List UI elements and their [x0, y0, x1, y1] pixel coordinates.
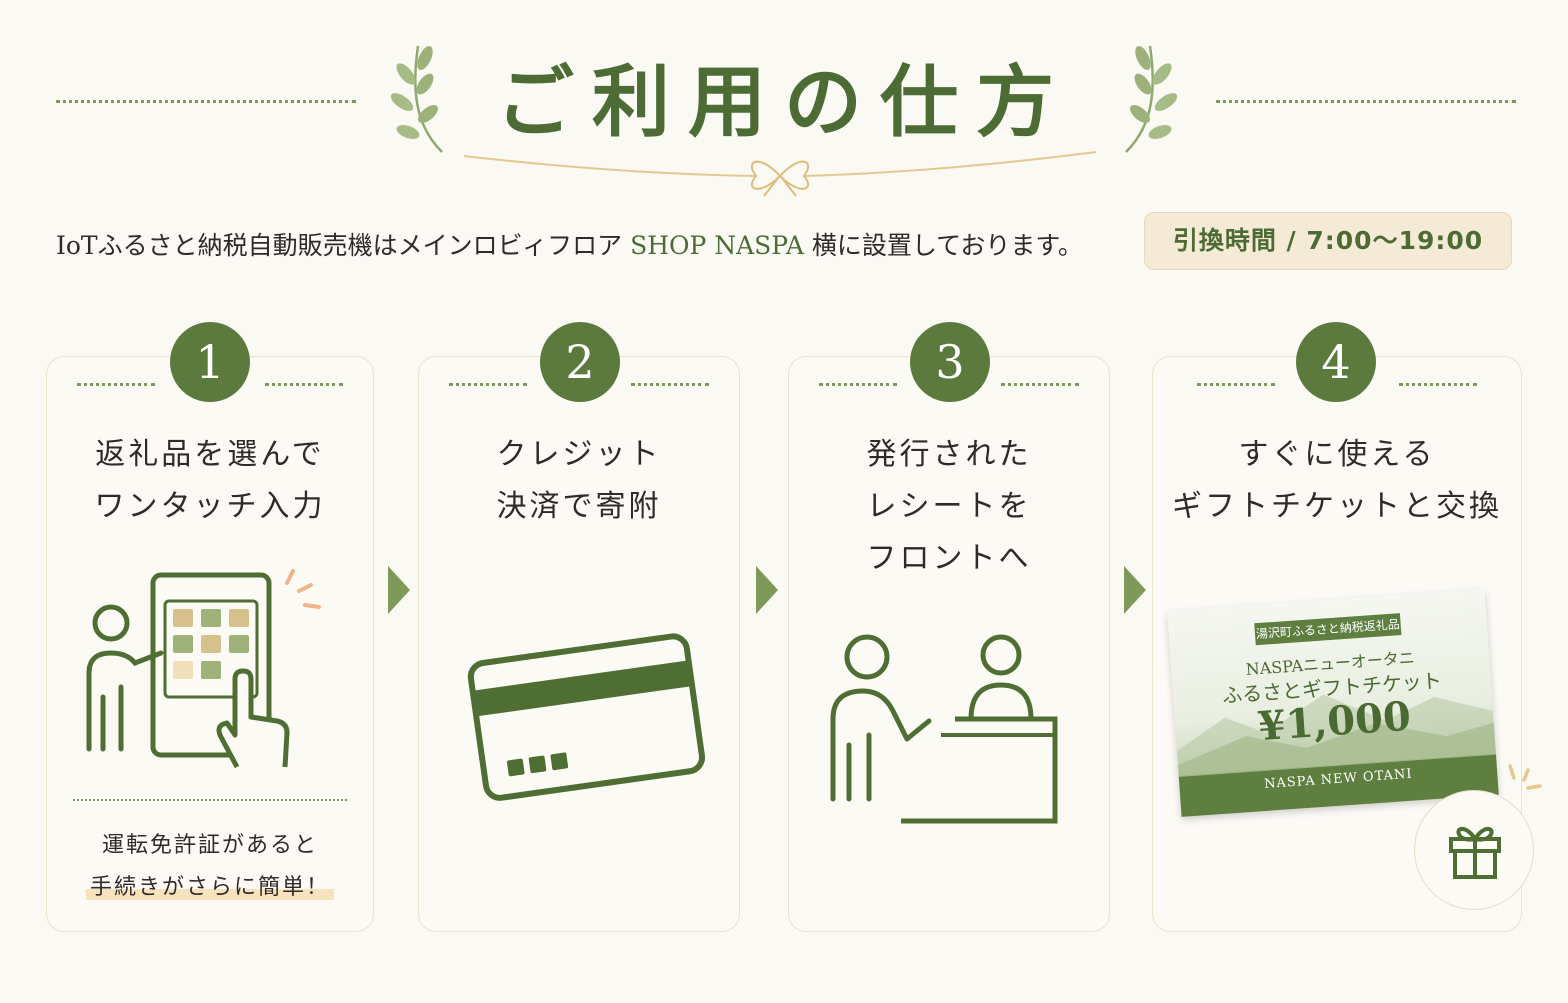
intro-text-after: 横に設置しております。	[803, 231, 1083, 260]
sparkle-icon	[1508, 764, 1542, 790]
step-number-1: 1	[170, 322, 250, 402]
step-card-2: クレジット 決済で寄附	[418, 356, 740, 932]
header-divider-left	[56, 100, 356, 103]
page-title: ご利用の仕方	[495, 57, 1072, 148]
step-1-line-2: ワンタッチ入力	[94, 489, 326, 524]
gift-badge	[1414, 790, 1534, 910]
note-line-1: 運転免許証があると	[101, 833, 318, 858]
shop-name: SHOP NASPA	[630, 231, 804, 260]
card-dots-left	[819, 383, 897, 386]
card-dots-right	[265, 383, 343, 386]
gift-ticket-icon: 湯沢町ふるさと納税返礼品 NASPAニューオータニ ふるさとギフトチケット ¥1…	[1167, 589, 1499, 817]
step-number-4: 4	[1296, 322, 1376, 402]
card-dots-right	[1001, 383, 1079, 386]
step-number-3: 3	[910, 322, 990, 402]
ribbon-divider-icon	[463, 151, 1097, 197]
ticket-tag: 湯沢町ふるさと納税返礼品	[1254, 613, 1402, 646]
card-dots-right	[1399, 383, 1477, 386]
exchange-hours-badge: 引換時間 / 7:00〜19:00	[1144, 212, 1512, 270]
step-arrow-1	[388, 566, 410, 614]
laurel-left-icon	[390, 45, 443, 153]
card-dots-left	[77, 383, 155, 386]
step-2-line-1: クレジット	[496, 437, 662, 472]
step-3-line-3: フロントへ	[866, 541, 1032, 576]
credit-card-icon	[467, 633, 706, 801]
intro-text: IoTふるさと納税自動販売機はメインロビィフロア SHOP NASPA 横に設置…	[56, 226, 1083, 262]
step-4-line-1: すぐに使える	[1238, 437, 1436, 472]
step-number-2: 2	[540, 322, 620, 402]
header-divider-right	[1216, 100, 1516, 103]
card-dots-right	[631, 383, 709, 386]
intro-text-before: IoTふるさと納税自動販売機はメインロビィフロア	[56, 231, 631, 260]
note-highlight: 手続きがさらに簡単！	[85, 875, 334, 900]
note-line-2: 手続きがさらに簡単！	[47, 869, 373, 901]
step-arrow-3	[1124, 566, 1146, 614]
step-card-3: 発行された レシートを フロントへ	[788, 356, 1110, 932]
mountain-icon	[1176, 694, 1497, 777]
note-divider	[73, 799, 347, 801]
touch-panel-icon	[86, 569, 321, 769]
step-arrow-2	[756, 566, 778, 614]
gift-box-icon	[1449, 827, 1501, 879]
card-dots-left	[1197, 383, 1275, 386]
step-4-line-2: ギフトチケットと交換	[1172, 489, 1502, 524]
step-2-line-2: 決済で寄附	[496, 489, 662, 524]
front-desk-icon	[830, 634, 1058, 824]
laurel-right-icon	[1125, 45, 1178, 153]
step-1-line-1: 返礼品を選んで	[95, 437, 325, 472]
card-dots-left	[449, 383, 527, 386]
step-card-1: 返礼品を選んで ワンタッチ入力 運転免許証があると 手続きがさらに簡単！	[46, 356, 374, 932]
step-3-line-1: 発行された	[866, 437, 1032, 472]
step-3-line-2: レシートを	[866, 489, 1032, 524]
